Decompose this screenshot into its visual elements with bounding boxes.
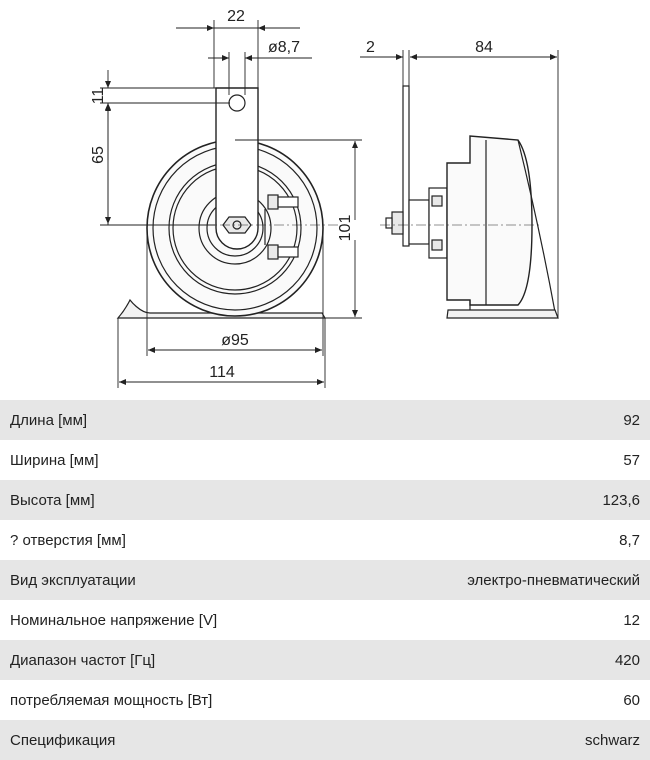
- spec-value: 60: [623, 691, 640, 709]
- specifications-table: Длина [мм] 92 Ширина [мм] 57 Высота [мм]…: [0, 400, 650, 760]
- spec-value: 92: [623, 411, 640, 429]
- spec-label: Номинальное напряжение [V]: [10, 611, 218, 629]
- technical-drawing: 22 ø8,7 2 84 11 65 101 ø95 114: [90, 8, 559, 388]
- spec-label: Высота [мм]: [10, 491, 95, 509]
- spec-value: электро-пневматический: [467, 571, 640, 589]
- table-row: Ширина [мм] 57: [0, 440, 650, 480]
- front-view: [116, 87, 340, 319]
- spec-value: 12: [623, 611, 640, 629]
- dim-84-label: 84: [475, 39, 493, 56]
- spec-value: 123,6: [602, 491, 640, 509]
- dim-22-label: 22: [227, 8, 245, 25]
- dim-2-label: 2: [366, 39, 375, 56]
- spec-label: потребляемая мощность [Вт]: [10, 691, 213, 709]
- side-view: [380, 85, 559, 319]
- spec-label: Вид эксплуатации: [10, 571, 136, 589]
- spec-label: ? отверстия [мм]: [10, 531, 126, 549]
- spec-value: schwarz: [584, 731, 640, 749]
- dim-11-label: 11: [90, 88, 107, 105]
- table-row: Вид эксплуатации электро-пневматический: [0, 560, 650, 600]
- dim-hole-label: ø8,7: [268, 39, 300, 56]
- spec-label: Диапазон частот [Гц]: [10, 651, 156, 669]
- table-row: Номинальное напряжение [V] 12: [0, 600, 650, 640]
- spec-value: 57: [623, 451, 640, 469]
- spec-label: Длина [мм]: [10, 411, 88, 429]
- spec-label: Ширина [мм]: [10, 451, 99, 469]
- dim-65-label: 65: [90, 146, 107, 164]
- table-row: Спецификация schwarz: [0, 720, 650, 760]
- table-row: потребляемая мощность [Вт] 60: [0, 680, 650, 720]
- table-row: Длина [мм] 92: [0, 400, 650, 440]
- dim-114-label: 114: [209, 364, 235, 381]
- horn-drawing-svg: 22 ø8,7 2 84 11 65 101 ø95 114: [90, 8, 559, 388]
- table-row: Диапазон частот [Гц] 420: [0, 640, 650, 680]
- spec-value: 8,7: [619, 531, 640, 549]
- spec-label: Спецификация: [10, 731, 116, 749]
- dim-95-label: ø95: [221, 332, 249, 349]
- dimension-lines: [100, 20, 559, 388]
- spec-value: 420: [614, 651, 640, 669]
- table-row: ? отверстия [мм] 8,7: [0, 520, 650, 560]
- dim-101-label: 101: [337, 215, 354, 242]
- table-row: Высота [мм] 123,6: [0, 480, 650, 520]
